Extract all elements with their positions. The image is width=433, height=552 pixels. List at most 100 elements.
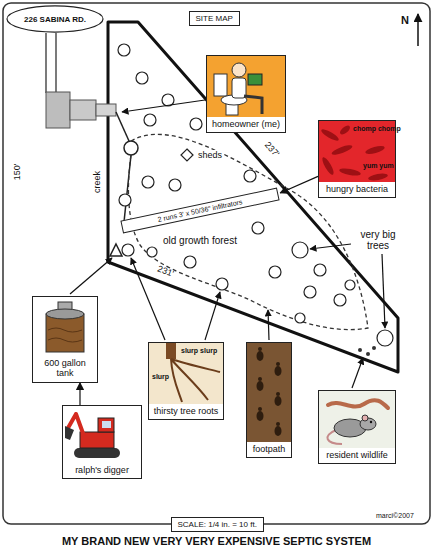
bacterium: [368, 172, 389, 181]
septic-pipes: [110, 112, 138, 256]
tree: [144, 114, 156, 126]
picture-ground: [319, 391, 395, 448]
road-sign-oval: 226 SABINA RD.: [6, 5, 104, 33]
arrow-connector: [280, 176, 318, 193]
area-label: old growth forest: [163, 235, 237, 246]
tree: [142, 176, 154, 188]
person-legs: [244, 96, 262, 114]
footpath-picture: [247, 343, 291, 442]
footprint: [276, 422, 280, 426]
compass-arrow: [418, 14, 419, 46]
diagram-title: MY BRAND NEW VERY VERY EXPENSIVE SEPTIC …: [0, 535, 433, 547]
compass-letter: N: [401, 14, 409, 26]
rat-eye: [370, 421, 372, 423]
bacterium: [338, 124, 351, 136]
sound-effect: slurp: [152, 373, 169, 380]
footprint: [257, 377, 264, 391]
tree: [292, 242, 308, 258]
bacterium: [320, 127, 340, 142]
footprint: [257, 411, 264, 421]
page-frame: [3, 3, 430, 524]
roots-picture: [149, 343, 223, 404]
wildlife-dot: [366, 352, 370, 356]
panel-caption: footpath: [247, 442, 291, 457]
digger-picture: [63, 406, 141, 463]
signature: marci©2007: [376, 512, 414, 520]
footprint: [275, 396, 282, 406]
footprint: [276, 362, 280, 366]
tank-marker: [110, 244, 122, 256]
tree: [118, 44, 130, 56]
tree: [119, 194, 131, 206]
leader-line: [382, 254, 385, 328]
node-label: sheds: [197, 150, 223, 160]
infiltrator-box: 2 runs 3' x 50/36" infiltrators: [120, 187, 279, 233]
house-block: [70, 100, 96, 120]
picture-panel: homeowner (me): [206, 55, 286, 133]
footprint: [257, 407, 264, 421]
leader-line: [268, 310, 269, 340]
footprint: [275, 366, 282, 376]
picture-ground: [149, 343, 223, 404]
leader-line: [352, 358, 363, 388]
tree: [190, 118, 202, 130]
digger-tracks: [74, 448, 120, 458]
panel-caption: 600 gallon tank: [33, 356, 97, 382]
picture-panel: chomp chompyum yumhungry bacteria: [318, 120, 396, 198]
picture-panel: slurp slurpslurpthirsty tree roots: [148, 342, 224, 420]
footprint: [257, 347, 264, 361]
tree: [314, 264, 326, 276]
tree: [295, 313, 305, 323]
wildlife-picture: [319, 391, 395, 448]
sound-effect: chomp chomp: [353, 125, 401, 132]
picture-ground: [207, 56, 285, 117]
shed-diamond: sheds: [180, 148, 223, 162]
footprint: [276, 392, 280, 396]
road: [46, 33, 56, 93]
footprint: [257, 351, 264, 361]
footprint: [275, 362, 282, 376]
leader-line: [310, 244, 351, 249]
node-label: SCALE: 1/4 in. = 10 ft.: [178, 520, 257, 529]
footprint: [258, 407, 262, 411]
north-arrow: [417, 14, 419, 46]
picture-ground: [247, 343, 291, 442]
road-edge: [45, 33, 46, 93]
bacterium: [320, 156, 335, 176]
wildlife-dot: [372, 346, 376, 350]
bacterium: [365, 145, 386, 156]
house-block: [96, 104, 116, 116]
tree: [244, 170, 256, 182]
toilet-tank: [214, 74, 227, 96]
node-label: 2 runs 3' x 50/36" infiltrators: [126, 191, 274, 229]
sludge: [48, 328, 82, 342]
shed-diamond: [180, 148, 194, 162]
panel-caption: thirsty tree roots: [149, 404, 223, 419]
dimension: 150': [13, 164, 23, 181]
distribution-box: [124, 141, 138, 155]
node-label: SITE MAP: [196, 14, 233, 23]
node-label: 226 SABINA RD.: [24, 15, 86, 24]
picture-panel: 600 gallon tank: [32, 296, 98, 383]
leader-line: [122, 100, 205, 112]
footprint: [275, 426, 282, 436]
tree-trunk: [166, 343, 176, 359]
dimension: 231': [155, 264, 174, 279]
tree: [169, 179, 181, 191]
footprint: [258, 347, 262, 351]
callout-label: very big trees: [354, 229, 402, 251]
footprint: [257, 381, 264, 391]
tree: [345, 280, 355, 290]
house: [46, 92, 116, 128]
homeowner-picture: [207, 56, 285, 117]
panel-caption: resident wildlife: [319, 448, 395, 463]
person-body: [232, 78, 246, 98]
leader-line: [205, 292, 220, 340]
shed-diamond: [181, 149, 193, 161]
oval-outline: [7, 6, 103, 32]
digger-window: [102, 421, 111, 428]
digger-cab: [98, 418, 114, 432]
tree: [334, 294, 346, 306]
bacterium: [320, 124, 389, 182]
